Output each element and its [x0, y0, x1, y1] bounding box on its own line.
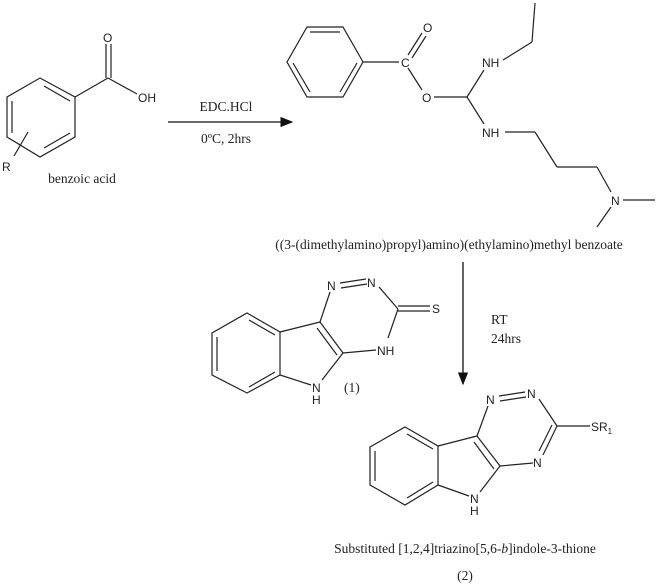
atom-h5: H — [470, 504, 479, 518]
reagent-label: EDC.HCl — [200, 99, 253, 114]
benzoic-acid-structure: O OH R — [2, 31, 156, 174]
atom-n2: N — [367, 276, 376, 290]
intermediate-structure: C O O NH NH N — [286, 2, 655, 228]
atom-o: O — [103, 31, 112, 45]
atom-n1: N — [327, 279, 336, 293]
atom-n-dimethyl: N — [611, 194, 620, 208]
atom-o-ester: O — [422, 91, 431, 105]
atom-c: C — [401, 56, 410, 70]
benzoic-acid-label: benzoic acid — [48, 171, 116, 186]
atom-nh: NH — [377, 344, 394, 358]
atom-o-double: O — [423, 21, 432, 35]
product-label: (2) — [457, 568, 473, 583]
product-structure: N N N SR1 N H — [369, 387, 613, 518]
conditions-rt: RT — [491, 312, 508, 327]
atom-s: S — [432, 302, 440, 316]
atom-oh: OH — [138, 91, 156, 105]
atom-n5: N — [470, 492, 479, 506]
atom-n2: N — [527, 387, 536, 401]
atom-nh-propyl: NH — [482, 126, 499, 140]
atom-r: R — [2, 160, 11, 174]
conditions-label-1: 0ºC, 2hrs — [201, 131, 251, 146]
compound-1-structure: N N S NH N H — [211, 276, 440, 407]
atom-sr: SR1 — [591, 420, 613, 436]
intermediate-label: ((3-(dimethylamino)propyl)amino)(ethylam… — [275, 237, 623, 252]
atom-n4: N — [533, 456, 542, 470]
compound-1-label: (1) — [344, 380, 360, 395]
atom-n1: N — [486, 393, 495, 407]
product-name: Substituted [1,2,4]triazino[5,6-b]indole… — [334, 541, 596, 556]
atom-nh-ethyl: NH — [482, 56, 499, 70]
conditions-time: 24hrs — [491, 331, 521, 346]
atom-h5: H — [312, 393, 321, 407]
atom-n5: N — [312, 381, 321, 395]
